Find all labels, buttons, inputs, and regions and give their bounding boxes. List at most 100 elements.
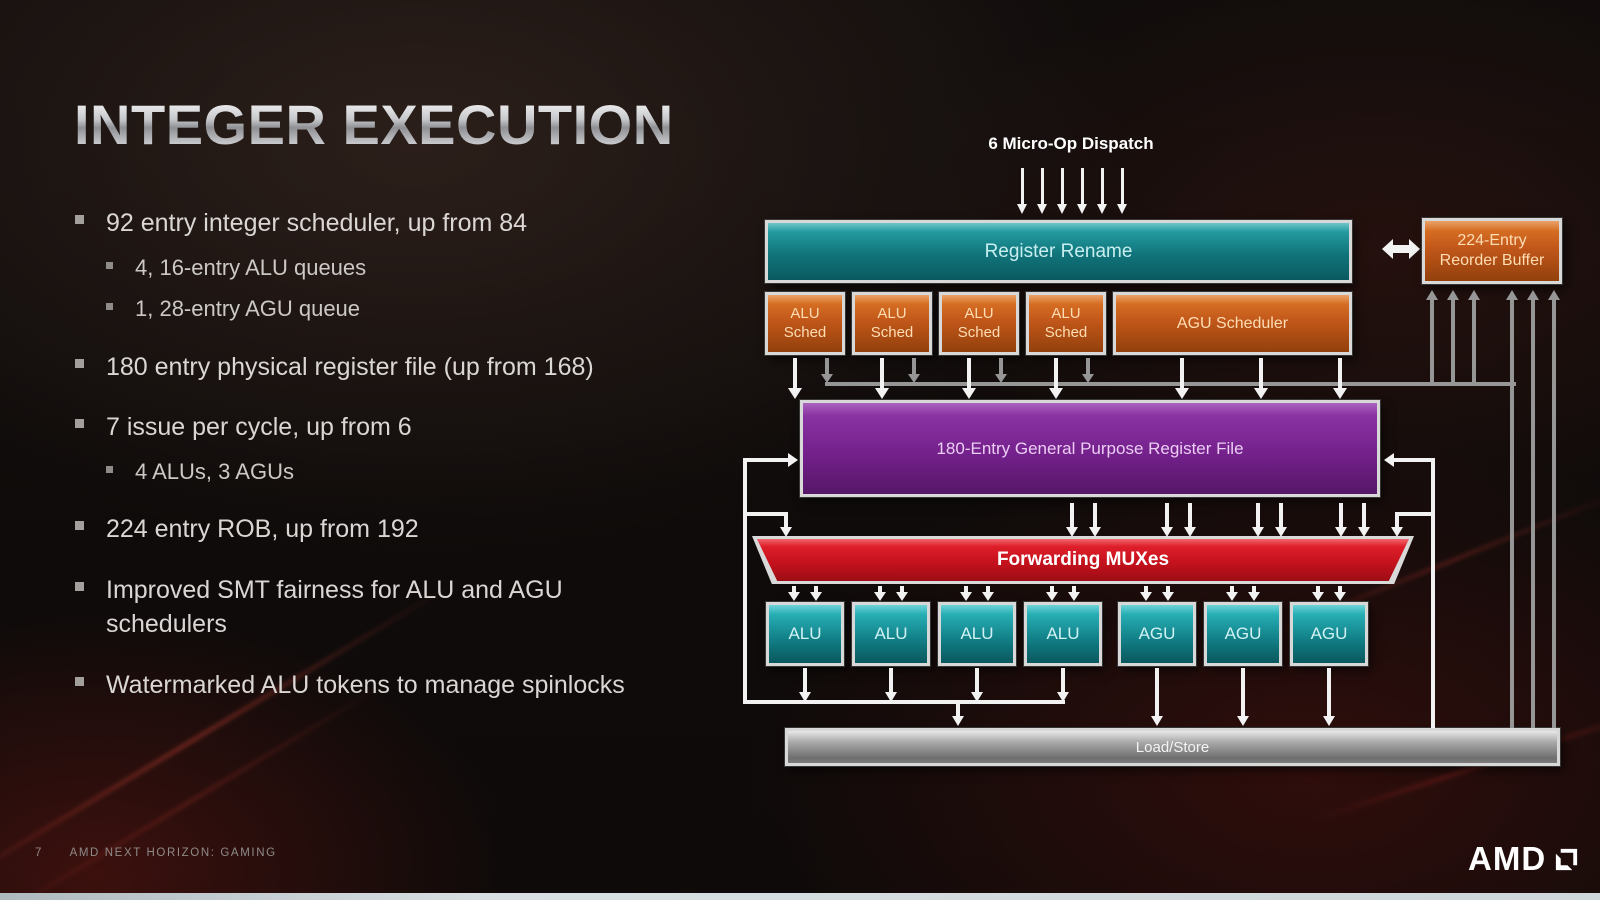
connector-line	[1338, 358, 1342, 388]
amd-logo: AMD	[1468, 840, 1580, 878]
alu-unit-label: ALU	[788, 624, 822, 643]
connector-arrowhead-icon	[962, 388, 976, 399]
bullet-item: 7 issue per cycle, up from 6	[75, 410, 665, 445]
connector-line	[1392, 458, 1433, 462]
connector-arrowhead-icon	[788, 388, 802, 399]
amd-logo-text: AMD	[1468, 840, 1547, 877]
alu-unit-box: ALU	[852, 602, 930, 666]
connector-line	[1080, 168, 1084, 204]
register-file-box: 180-Entry General Purpose Register File	[800, 400, 1380, 497]
connector-arrowhead-icon	[1527, 290, 1539, 300]
connector-arrowhead-icon	[1116, 204, 1127, 214]
connector-line	[1241, 668, 1245, 716]
connector-line	[1093, 503, 1097, 527]
connector-line	[745, 458, 790, 462]
connector-line	[1279, 503, 1283, 527]
agu-unit-box: AGU	[1290, 602, 1368, 666]
connector-arrowhead-icon	[1384, 453, 1394, 467]
alu-unit-box: ALU	[766, 602, 844, 666]
connector-line	[1510, 300, 1514, 728]
connector-arrowhead-icon	[1016, 204, 1027, 214]
connector-line	[999, 358, 1003, 374]
alu-sched-box: ALU Sched	[765, 292, 845, 355]
connector-line	[889, 668, 893, 692]
connector-line	[1397, 512, 1433, 516]
connector-arrowhead-icon	[1334, 527, 1347, 537]
alu-sched-label: ALU Sched	[870, 304, 914, 341]
bullet-item: 1, 28-entry AGU queue	[75, 295, 665, 324]
forwarding-muxes-label: Forwarding MUXes	[996, 549, 1170, 570]
bullet-marker-icon	[75, 581, 84, 591]
connector-line	[1166, 586, 1170, 592]
connector-line	[1430, 300, 1434, 384]
bullet-marker-icon	[75, 521, 84, 531]
connector-line	[1252, 586, 1256, 592]
connector-line	[1316, 586, 1320, 592]
forwarding-muxes-box: Forwarding MUXes	[752, 536, 1414, 584]
agu-scheduler-box: AGU Scheduler	[1113, 292, 1352, 355]
connector-line	[1144, 586, 1148, 592]
connector-line	[803, 668, 807, 692]
background-streak	[0, 671, 406, 900]
bullet-item: Improved SMT fairness for ALU and AGU sc…	[75, 573, 665, 642]
connector-line	[825, 358, 829, 374]
alu-unit-label: ALU	[874, 624, 908, 643]
bullet-text: 7 issue per cycle, up from 6	[106, 413, 412, 442]
connector-line	[1362, 503, 1366, 527]
bullet-text: 180 entry physical register file (up fro…	[106, 352, 594, 381]
connector-arrowhead-icon	[1056, 692, 1069, 702]
connector-line	[1072, 586, 1076, 592]
alu-unit-box: ALU	[1024, 602, 1102, 666]
bullet-marker-icon	[75, 676, 84, 686]
connector-arrowhead-icon	[788, 453, 798, 467]
connector-arrowhead-icon	[1065, 527, 1078, 537]
load-store-label: Load/Store	[1135, 738, 1210, 756]
connector-arrowhead-icon	[1312, 592, 1324, 601]
bullet-marker-icon	[106, 303, 113, 311]
connector-line	[880, 358, 884, 388]
connector-line	[1086, 358, 1090, 374]
alu-sched-label: ALU Sched	[1044, 304, 1088, 341]
connector-arrowhead-icon	[908, 374, 920, 383]
connector-arrowhead-icon	[875, 388, 889, 399]
footer-page-number: 7	[35, 847, 42, 859]
connector-line	[1327, 668, 1331, 716]
connector-arrowhead-icon	[970, 692, 983, 702]
alu-unit-label: ALU	[960, 624, 994, 643]
connector-arrowhead-icon	[1248, 592, 1260, 601]
amd-arrow-icon	[1556, 848, 1578, 870]
connector-arrowhead-icon	[798, 692, 811, 702]
load-store-box: Load/Store	[785, 728, 1560, 766]
connector-line	[1230, 586, 1234, 592]
connector-arrowhead-icon	[896, 592, 908, 601]
bullet-text: 4 ALUs, 3 AGUs	[135, 458, 294, 484]
connector-arrowhead-icon	[1082, 374, 1094, 383]
bullet-list: 92 entry integer scheduler, up from 84 4,…	[75, 206, 665, 702]
connector-arrowhead-icon	[1447, 290, 1459, 300]
connector-arrowhead-icon	[1254, 388, 1268, 399]
connector-line	[1020, 168, 1024, 204]
connector-arrowhead-icon	[1357, 527, 1370, 537]
alu-result-bus-line	[743, 700, 1065, 704]
register-rename-box: Register Rename	[765, 220, 1352, 283]
connector-arrowhead-icon	[1333, 388, 1347, 399]
connector-arrowhead-icon	[1334, 592, 1346, 601]
connector-line	[975, 668, 979, 692]
connector-line	[1040, 168, 1044, 204]
connector-line	[912, 358, 916, 374]
right-loop-line	[1431, 458, 1435, 728]
connector-arrowhead-icon	[1251, 527, 1264, 537]
connector-arrowhead-icon	[1056, 204, 1067, 214]
bullet-item: 4, 16-entry ALU queues	[75, 254, 665, 283]
connector-line	[1338, 586, 1342, 592]
connector-arrowhead-icon	[884, 692, 897, 702]
connector-line	[956, 704, 960, 716]
connector-arrowhead-icon	[1236, 716, 1249, 726]
slide-title: INTEGER EXECUTION	[74, 93, 674, 156]
connector-line	[1451, 300, 1455, 384]
bullet-item: 4 ALUs, 3 AGUs	[75, 458, 665, 487]
bullet-item: 92 entry integer scheduler, up from 84	[75, 206, 665, 241]
bullet-text: 1, 28-entry AGU queue	[135, 296, 361, 322]
agu-unit-label: AGU	[1138, 624, 1176, 643]
